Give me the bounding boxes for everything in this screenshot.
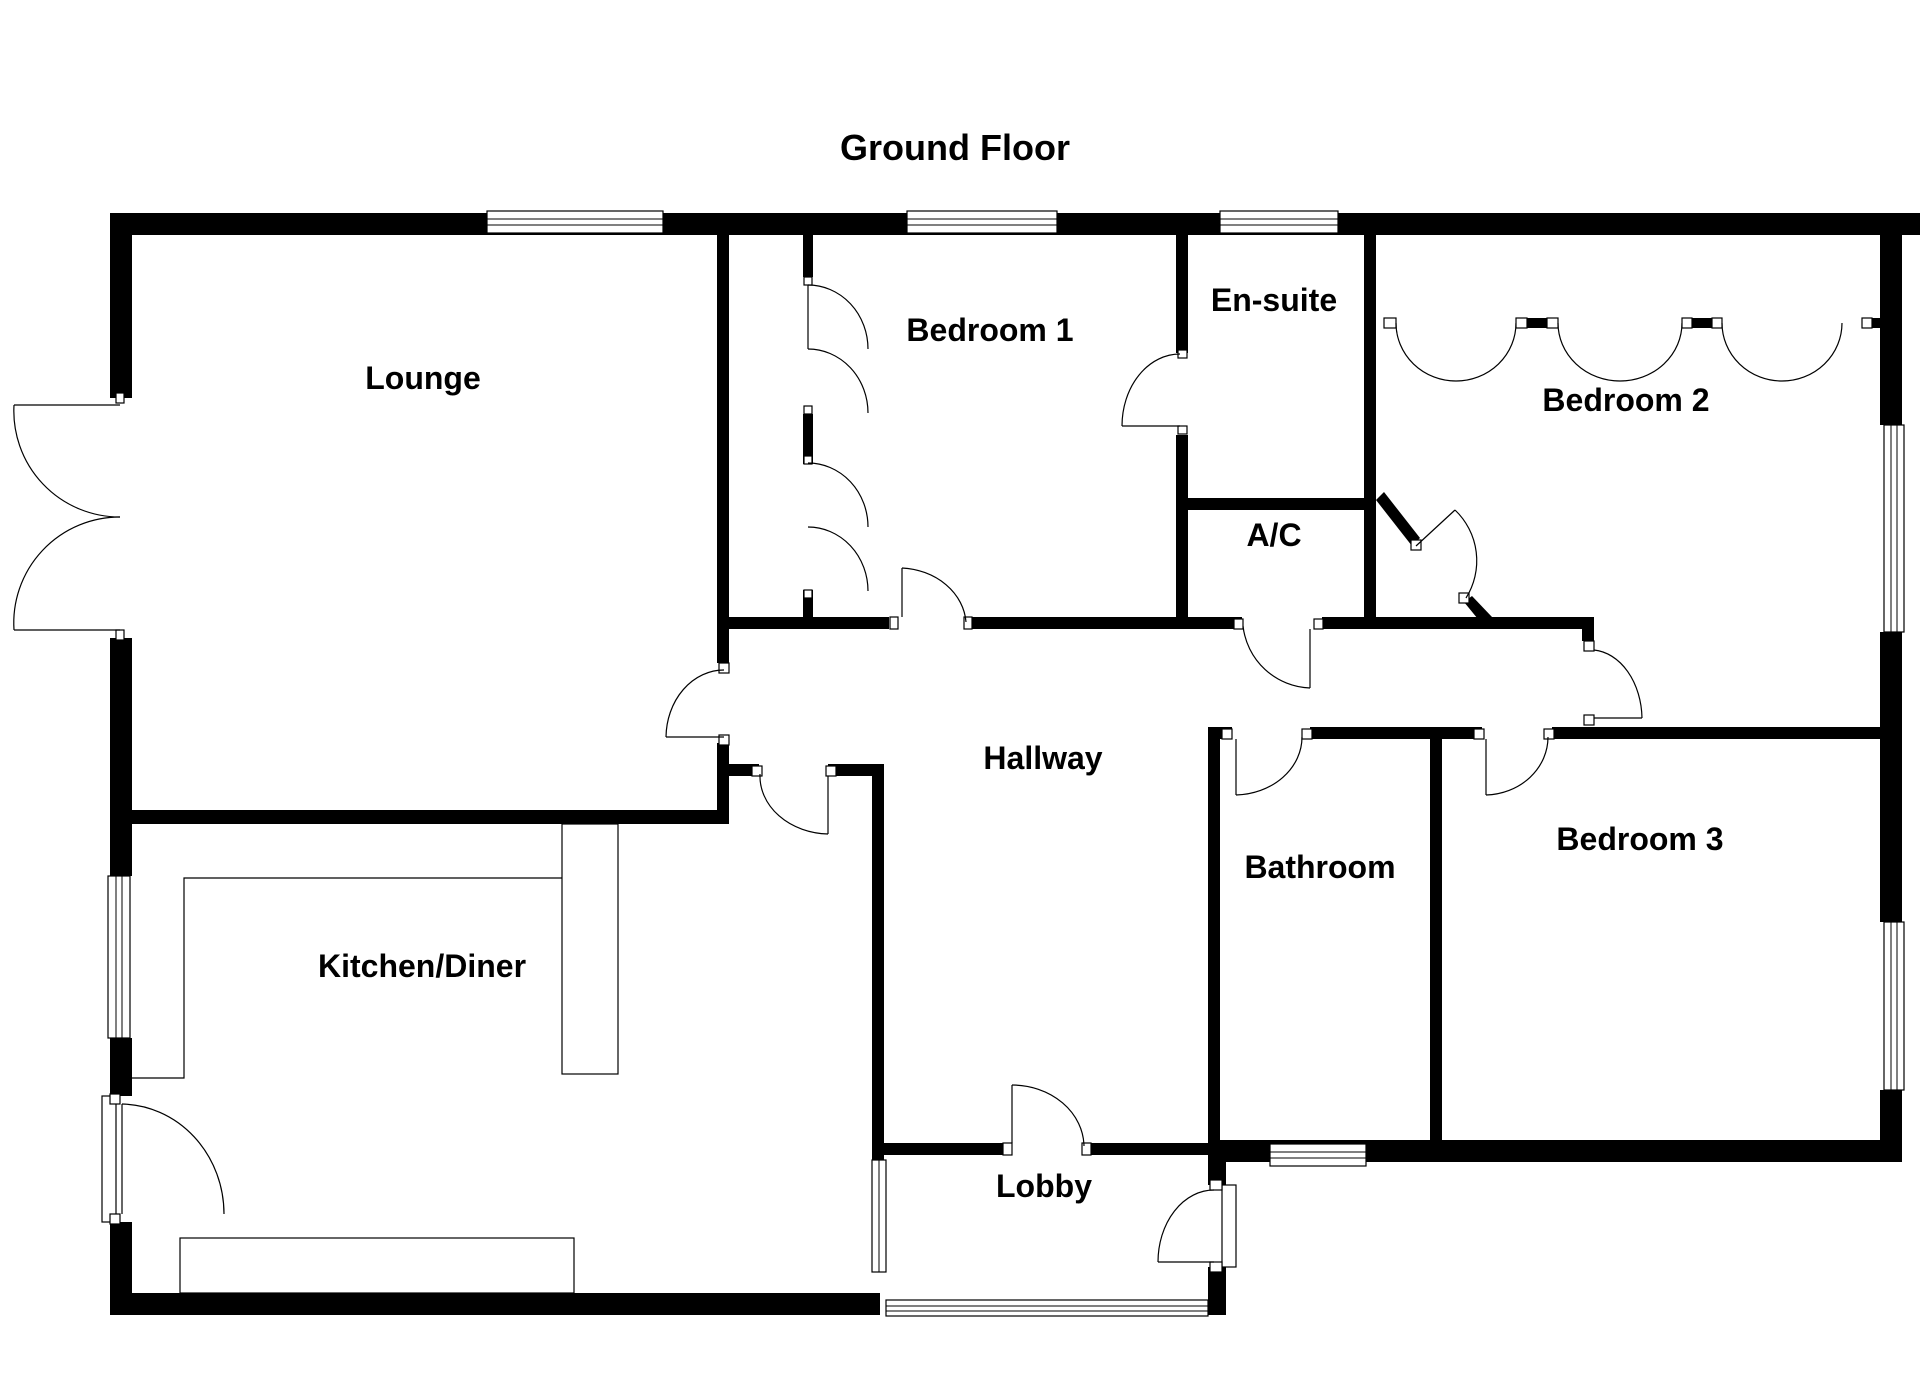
kitchen-side-door[interactable] xyxy=(109,1093,225,1225)
bed2-wardrobe-doors[interactable] xyxy=(1383,317,1880,382)
wall-hall-kitchen xyxy=(872,764,884,1162)
wall-left-lounge-upper xyxy=(110,213,132,398)
wall-wardrobe-top xyxy=(803,235,813,277)
floor-title: Ground Floor xyxy=(840,127,1070,168)
wall-lobby-right-lower xyxy=(1208,1267,1226,1315)
wall-lounge-kitchen xyxy=(132,810,729,824)
wall-hall-right-stub xyxy=(1582,617,1594,641)
windows xyxy=(101,210,1905,1317)
label-bedroom-2: Bedroom 2 xyxy=(1542,382,1709,418)
wall-bed1-bottom-left xyxy=(729,617,889,629)
label-bedroom-3: Bedroom 3 xyxy=(1556,821,1723,857)
wall-hall-lobby-right xyxy=(1090,1143,1212,1155)
lounge-french-doors[interactable] xyxy=(13,392,125,641)
door-frame-lobby-right xyxy=(1221,1184,1237,1268)
wall-lounge-right xyxy=(717,235,729,663)
kitchen-worktop-l xyxy=(132,877,562,1079)
wall-bed2-bed3 xyxy=(1552,727,1902,739)
label-bedroom-1: Bedroom 1 xyxy=(906,312,1073,348)
wall-ensuite-ac xyxy=(1188,498,1370,510)
wall-bath-top-mid xyxy=(1310,727,1482,739)
wall-wardrobe-mid xyxy=(803,414,813,464)
wall-bed2-diag-lower xyxy=(1464,596,1492,624)
label-bathroom: Bathroom xyxy=(1244,849,1395,885)
wall-bed1-ensuite-lower xyxy=(1176,435,1188,629)
label-ac: A/C xyxy=(1246,517,1301,553)
room-labels: Lounge Bedroom 1 En-suite Bedroom 2 A/C … xyxy=(318,282,1724,1204)
window-lobby-bottom xyxy=(885,1299,1209,1317)
wall-wardrobe-bottom xyxy=(803,590,813,617)
wall-bed1-bottom-right xyxy=(972,617,1234,629)
wall-ensuite-bed2 xyxy=(1364,235,1376,629)
lounge-door[interactable] xyxy=(665,662,730,746)
bedroom2-door[interactable] xyxy=(1410,509,1478,604)
wall-right-top xyxy=(1880,213,1902,425)
wall-bottom-kitchen xyxy=(110,1293,880,1315)
doors[interactable] xyxy=(13,276,1880,1273)
window-ensuite-top xyxy=(1219,210,1339,234)
breakfast-bar xyxy=(561,823,619,1075)
wall-left-kitchen-mid xyxy=(110,1038,132,1096)
wall-bath-left xyxy=(1208,727,1220,1162)
wall-hall-top-right xyxy=(1322,617,1594,629)
kitchen-fixtures xyxy=(132,823,619,1294)
bedroom3-door[interactable] xyxy=(1473,728,1555,796)
wall-bed1-ensuite-upper xyxy=(1176,235,1188,353)
wall-bath-bed3 xyxy=(1430,739,1442,1140)
window-bed2-right xyxy=(1883,424,1905,633)
wall-hall-lobby-left xyxy=(884,1143,1011,1155)
bed1-wardrobe-doors[interactable] xyxy=(803,276,869,599)
bathroom-door[interactable] xyxy=(1221,728,1313,796)
lobby-front-door[interactable] xyxy=(1157,1179,1223,1273)
hall-end-door[interactable] xyxy=(1583,640,1643,726)
wall-bottom-bedrooms xyxy=(1212,1140,1902,1162)
wall-bed3-top-stub xyxy=(1442,727,1482,739)
wall-left-lounge-lower xyxy=(110,638,132,876)
label-en-suite: En-suite xyxy=(1211,282,1337,318)
window-bathroom-bottom xyxy=(1269,1143,1367,1167)
label-kitchen-diner: Kitchen/Diner xyxy=(318,948,526,984)
wall-bed2-diag-upper xyxy=(1376,492,1420,546)
ac-door[interactable] xyxy=(1233,618,1324,689)
window-lounge-top xyxy=(486,210,664,234)
door-frame-kitchen-left xyxy=(101,1095,117,1223)
wall-lounge-right-lower xyxy=(717,743,729,817)
ensuite-door[interactable] xyxy=(1121,349,1188,435)
lobby-inner-door[interactable] xyxy=(1002,1084,1092,1156)
wall-hall-kitchen-stub-right xyxy=(828,764,880,776)
wall-left-kitchen-bottom xyxy=(110,1222,132,1314)
label-hallway: Hallway xyxy=(983,740,1102,776)
window-kitchen-left xyxy=(107,875,131,1039)
bedroom1-door[interactable] xyxy=(889,567,973,630)
window-bed1-top xyxy=(906,210,1058,234)
kitchen-worktop-bottom xyxy=(179,1237,575,1294)
window-bed3-right xyxy=(1883,921,1905,1091)
label-lobby: Lobby xyxy=(996,1168,1092,1204)
kitchen-door[interactable] xyxy=(751,765,837,835)
interior-walls xyxy=(132,235,1902,1162)
window-lobby-left xyxy=(871,1159,887,1273)
wall-right-mid xyxy=(1880,632,1902,922)
label-lounge: Lounge xyxy=(365,360,481,396)
